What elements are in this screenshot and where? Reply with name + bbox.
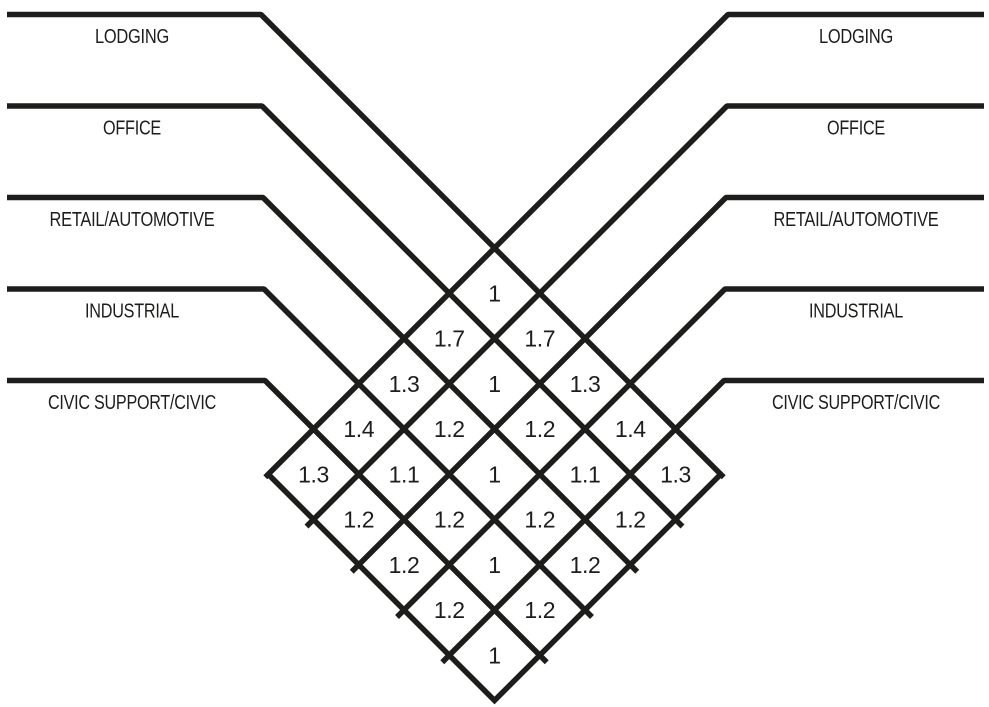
category-line-left-lodging	[7, 11, 726, 480]
matrix-cell-value-civic-support-civic-x-office: 1.2	[343, 507, 374, 533]
matrix-cell-value-retail-automotive-x-lodging: 1.3	[389, 371, 420, 397]
matrix-cell-value-civic-support-civic-x-civic-support-civic: 1	[488, 642, 500, 668]
matrix-cell-value-lodging-x-civic-support-civic: 1.3	[660, 461, 691, 487]
category-label-right-lodging: LODGING	[819, 26, 893, 48]
matrix-cell-value-lodging-x-office: 1.7	[524, 326, 555, 352]
matrix-cell-values: 1 1.7 1.3 1.4 1.3 1.7 1 1.2 1.1 1.2 1.3 1.2 1 1.2 1.2 1…	[298, 280, 691, 668]
matrix-cell-value-industrial-x-industrial: 1	[488, 552, 500, 578]
category-label-left-retail-automotive: RETAIL/AUTOMOTIVE	[50, 209, 215, 231]
category-line-right-industrial	[395, 286, 984, 619]
category-line-left-office	[7, 103, 685, 529]
matrix-lines	[7, 11, 984, 705]
category-line-right-civic-support-civic	[440, 377, 984, 665]
category-label-right-retail-automotive: RETAIL/AUTOMOTIVE	[774, 209, 939, 231]
matrix-cell-value-office-x-retail-automotive: 1.2	[524, 416, 555, 442]
matrix-cell-value-office-x-office: 1	[488, 371, 500, 397]
category-line-left-industrial	[7, 286, 594, 619]
matrix-cell-value-office-x-lodging: 1.7	[434, 326, 465, 352]
category-line-left-civic-support-civic	[7, 377, 549, 665]
matrix-cell-value-industrial-x-office: 1.1	[389, 461, 420, 487]
matrix-cell-value-lodging-x-retail-automotive: 1.3	[570, 371, 601, 397]
matrix-cell-value-office-x-industrial: 1.1	[570, 461, 601, 487]
matrix-cell-value-lodging-x-industrial: 1.4	[615, 416, 646, 442]
matrix-cell-value-civic-support-civic-x-lodging: 1.3	[298, 461, 329, 487]
category-label-left-civic-support-civic: CIVIC SUPPORT/CIVIC	[48, 392, 216, 414]
matrix-cell-value-retail-automotive-x-office: 1.2	[434, 416, 465, 442]
matrix-cell-value-retail-automotive-x-retail-automotive: 1	[488, 461, 500, 487]
category-label-right-civic-support-civic: CIVIC SUPPORT/CIVIC	[772, 392, 940, 414]
matrix-cell-value-retail-automotive-x-industrial: 1.2	[524, 507, 555, 533]
category-label-left-industrial: INDUSTRIAL	[85, 301, 179, 323]
category-label-right-office: OFFICE	[827, 118, 885, 140]
matrix-boundary-line	[266, 472, 723, 705]
right-category-labels: LODGING OFFICE RETAIL/AUTOMOTIVE INDUSTRIAL…	[772, 26, 940, 414]
left-category-labels: LODGING OFFICE RETAIL/AUTOMOTIVE INDUSTRIAL…	[48, 26, 216, 414]
matrix-cell-value-lodging-x-lodging: 1	[488, 280, 500, 306]
matrix-cell-value-civic-support-civic-x-retail-automotive: 1.2	[389, 552, 420, 578]
category-line-right-office	[304, 103, 984, 529]
matrix-cell-value-industrial-x-lodging: 1.4	[343, 416, 374, 442]
category-line-right-retail-automotive	[349, 194, 984, 574]
matrix-cell-value-retail-automotive-x-civic-support-civic: 1.2	[570, 552, 601, 578]
category-line-left-retail-automotive	[7, 194, 640, 574]
matrix-cell-value-office-x-civic-support-civic: 1.2	[615, 507, 646, 533]
category-label-right-industrial: INDUSTRIAL	[809, 301, 903, 323]
matrix-cell-value-industrial-x-retail-automotive: 1.2	[434, 507, 465, 533]
category-label-left-office: OFFICE	[103, 118, 161, 140]
category-line-right-lodging	[263, 11, 984, 480]
category-label-left-lodging: LODGING	[95, 26, 169, 48]
matrix-cell-value-civic-support-civic-x-industrial: 1.2	[434, 597, 465, 623]
matrix-cell-value-industrial-x-civic-support-civic: 1.2	[524, 597, 555, 623]
